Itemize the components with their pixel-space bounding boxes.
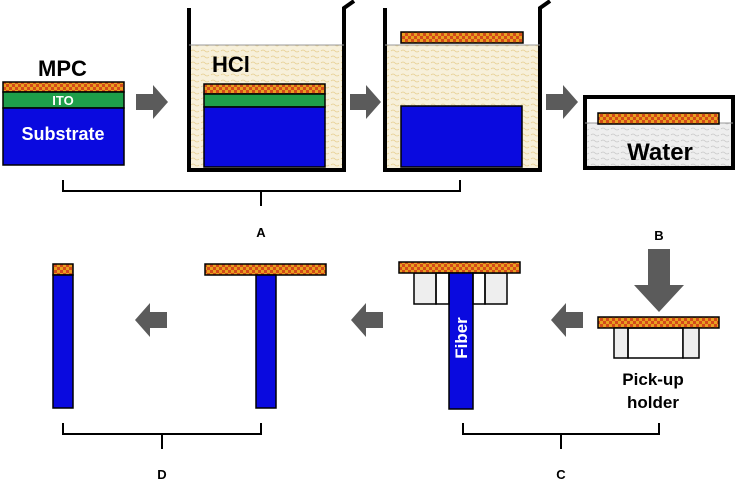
substrate-block: [400, 105, 523, 168]
beaker-outline: [383, 0, 552, 172]
fiber-with-mpc: [204, 263, 327, 409]
step-label-a: A: [256, 225, 266, 240]
arrow-right-icon: [546, 85, 578, 119]
fiber: [52, 274, 74, 409]
arrow-down-icon: [634, 249, 684, 312]
water-label: Water: [627, 139, 693, 166]
floating-mpc-film: [400, 31, 524, 44]
layered-substrate: MPC ITO Substrate: [2, 56, 125, 166]
water-dish: Water: [583, 95, 735, 170]
mpc-layer: [203, 83, 326, 95]
pickup-label-line2: holder: [627, 393, 679, 412]
water-bath: [585, 123, 733, 168]
fiber: [448, 272, 474, 410]
arrow-left-icon: [135, 303, 167, 337]
arrow-right-icon: [136, 85, 168, 119]
hcl-label: HCl: [212, 52, 250, 77]
pickup-holder-step: Pick-up holder: [597, 316, 720, 412]
holder-leg-left: [413, 272, 437, 305]
substrate-block: [2, 107, 125, 166]
arrow-left-icon: [551, 303, 583, 337]
arrow-left-icon: [351, 303, 383, 337]
mpc-layer: [2, 81, 125, 93]
holder-gap: [435, 272, 450, 305]
bracket-a: [62, 180, 461, 206]
hcl-beaker: HCl: [187, 0, 356, 172]
ito-layer: [203, 93, 326, 108]
holder-gap: [472, 272, 486, 305]
step-label-c: C: [556, 467, 566, 482]
holder-leg-right: [682, 327, 700, 359]
holder-gap: [627, 327, 684, 359]
substrate-label: Substrate: [21, 124, 104, 144]
dish-outline: [583, 95, 735, 170]
bracket-d: [62, 423, 262, 449]
floating-mpc-film: [597, 112, 720, 125]
arrow-right-icon: [350, 85, 381, 119]
mpc-tip: [52, 263, 74, 276]
holder-leg-left: [613, 327, 629, 359]
bracket-c: [462, 423, 660, 449]
fiber-label: Fiber: [452, 317, 471, 359]
step-label-d: D: [157, 467, 166, 482]
holder-leg-right: [484, 272, 508, 305]
ito-label: ITO: [52, 93, 73, 108]
fiber: [255, 274, 277, 409]
beaker-outline: [187, 0, 356, 172]
mpc-film: [398, 261, 521, 274]
mpc-film: [597, 316, 720, 329]
step-label-b: B: [654, 228, 663, 243]
etched-beaker: [383, 0, 552, 172]
pickup-label-line1: Pick-up: [622, 370, 683, 389]
substrate-block: [203, 106, 326, 168]
fiber-in-holder: Fiber: [398, 261, 521, 410]
mpc-film: [204, 263, 327, 276]
final-fiber: [52, 263, 74, 409]
mpc-label: MPC: [38, 56, 87, 81]
